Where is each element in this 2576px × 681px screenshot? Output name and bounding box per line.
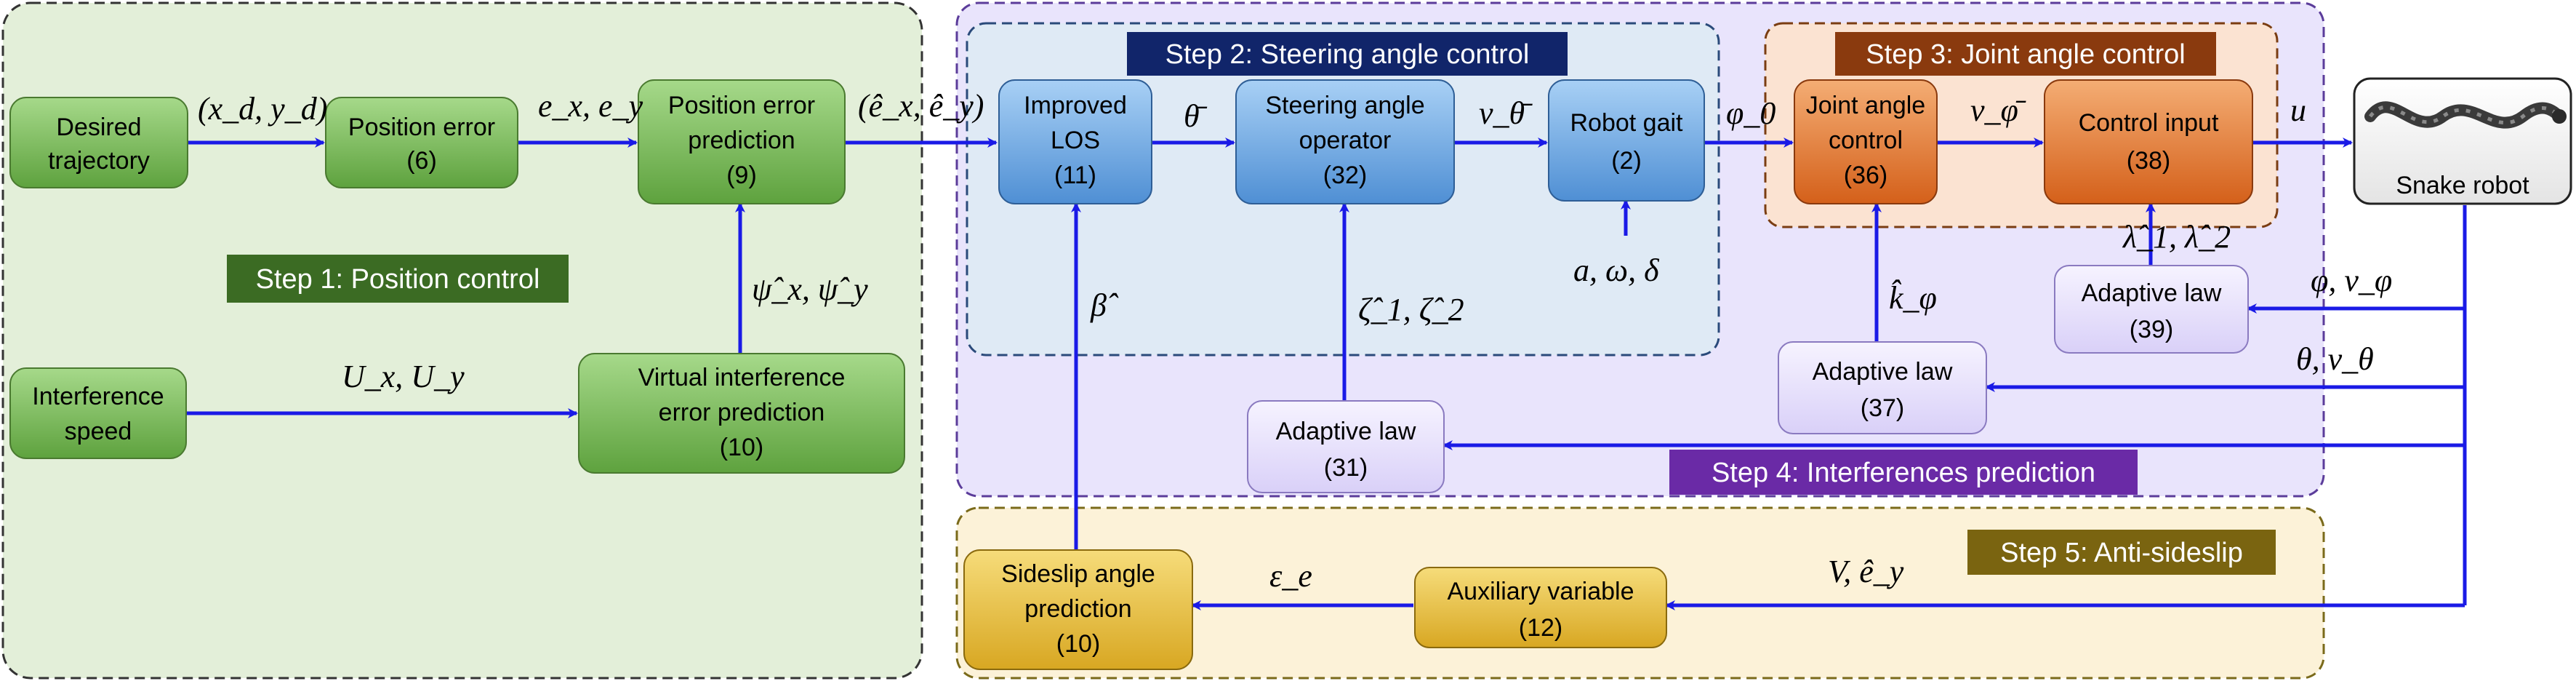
svg-text:Sideslip angle: Sideslip angle xyxy=(1001,560,1155,588)
signal-V-ey-hat: V, ê_y xyxy=(1828,554,1904,589)
svg-text:prediction: prediction xyxy=(1024,595,1131,623)
step2-badge xyxy=(1127,32,1568,76)
snake-robot-illustration xyxy=(2364,101,2567,129)
node-interference-speed: Interference speed xyxy=(9,367,187,459)
node-adaptive-37: Adaptive law (37) xyxy=(1778,341,1987,434)
signal-phi-vphi: φ, v_φ xyxy=(2311,263,2392,298)
node-auxiliary-variable: Auxiliary variable (12) xyxy=(1414,567,1667,648)
signal-eps-e: ε_e xyxy=(1269,558,1312,594)
svg-text:Interference: Interference xyxy=(32,383,164,410)
signal-phi0: φ_0 xyxy=(1726,95,1775,131)
node-snake-robot: Snake robot xyxy=(2353,77,2572,205)
signal-xd-yd: (x_d, y_d) xyxy=(198,91,327,127)
signal-v-phi-bar: v_φ̄ xyxy=(1970,92,2026,128)
svg-text:Steering angle: Steering angle xyxy=(1265,92,1424,119)
node-position-error: Position error (6) xyxy=(325,97,518,188)
svg-text:(37): (37) xyxy=(1861,394,1904,422)
svg-text:trajectory: trajectory xyxy=(48,147,150,175)
step5-label: Step 5: Anti-sideslip xyxy=(2000,538,2243,568)
svg-text:Adaptive law: Adaptive law xyxy=(1813,358,1953,386)
step1-badge xyxy=(227,255,569,303)
step4-badge xyxy=(1669,450,2138,495)
step4-label: Step 4: Interferences prediction xyxy=(1712,458,2095,488)
svg-text:(36): (36) xyxy=(1844,162,1887,189)
signal-a-omega-delta: a, ω, δ xyxy=(1573,252,1660,288)
svg-text:Improved: Improved xyxy=(1024,92,1127,119)
svg-text:(32): (32) xyxy=(1323,162,1367,189)
signal-v-theta-bar: v_θ̄ xyxy=(1479,95,1533,131)
node-robot-gait: Robot gait (2) xyxy=(1548,79,1705,202)
svg-text:error prediction: error prediction xyxy=(659,399,825,426)
svg-text:Robot gait: Robot gait xyxy=(1570,109,1684,137)
svg-text:Position error: Position error xyxy=(348,114,495,141)
signal-ux-uy: U_x, U_y xyxy=(342,359,465,394)
node-improved-los: Improved LOS (11) xyxy=(998,79,1152,204)
signal-k-phi-hat: k̂_φ xyxy=(1889,279,1937,316)
svg-text:Auxiliary variable: Auxiliary variable xyxy=(1448,578,1634,605)
step2-label: Step 2: Steering angle control xyxy=(1165,39,1530,70)
node-virtual-interference: Virtual interference error prediction (1… xyxy=(578,353,905,474)
svg-text:(39): (39) xyxy=(2130,316,2173,343)
svg-text:Position error: Position error xyxy=(668,92,815,119)
svg-text:Virtual interference: Virtual interference xyxy=(638,364,846,391)
svg-text:(9): (9) xyxy=(726,162,757,189)
signal-ex-ey-hat: (ê_x, ê_y) xyxy=(858,88,984,124)
svg-text:(10): (10) xyxy=(720,434,763,461)
svg-text:LOS: LOS xyxy=(1051,127,1100,154)
signal-u: u xyxy=(2290,92,2306,128)
svg-text:(6): (6) xyxy=(406,147,437,175)
svg-text:prediction: prediction xyxy=(688,127,795,154)
svg-text:Adaptive law: Adaptive law xyxy=(2082,279,2222,307)
svg-text:Desired: Desired xyxy=(56,114,141,141)
svg-text:(11): (11) xyxy=(1054,162,1096,189)
step5-badge xyxy=(1967,530,2276,575)
signal-zeta-hat: ζ̂_1, ζ̂_2 xyxy=(1358,292,1464,327)
node-sideslip-prediction: Sideslip angle prediction (10) xyxy=(963,549,1193,670)
signal-ex-ey: e_x, e_y xyxy=(538,88,643,124)
svg-text:Control input: Control input xyxy=(2079,109,2219,137)
svg-text:(10): (10) xyxy=(1056,630,1100,658)
step3-label: Step 3: Joint angle control xyxy=(1866,39,2185,70)
signal-theta-vtheta: θ, v_θ xyxy=(2296,341,2374,377)
svg-text:Adaptive law: Adaptive law xyxy=(1276,418,1416,445)
svg-text:(12): (12) xyxy=(1519,614,1562,642)
node-adaptive-31: Adaptive law (31) xyxy=(1247,400,1445,493)
svg-text:operator: operator xyxy=(1299,127,1392,154)
svg-text:control: control xyxy=(1829,127,1903,154)
svg-text:speed: speed xyxy=(65,418,132,445)
svg-text:(2): (2) xyxy=(1611,147,1642,175)
step1-label: Step 1: Position control xyxy=(256,264,540,295)
node-adaptive-39: Adaptive law (39) xyxy=(2054,265,2249,354)
svg-text:(38): (38) xyxy=(2127,147,2170,175)
signal-psi-hat: ψ̂_x, ψ̂_y xyxy=(752,271,868,307)
signal-lambda-hat: λ̂_1, λ̂_2 xyxy=(2122,219,2231,255)
node-steering-operator: Steering angle operator (32) xyxy=(1235,79,1455,204)
node-control-input: Control input (38) xyxy=(2044,79,2253,204)
svg-text:Snake robot: Snake robot xyxy=(2396,172,2529,199)
node-position-error-prediction: Position error prediction (9) xyxy=(638,79,846,204)
step3-badge xyxy=(1835,32,2216,76)
node-joint-angle-control: Joint angle control (36) xyxy=(1794,79,1938,204)
svg-text:Joint angle: Joint angle xyxy=(1806,92,1925,119)
node-desired-trajectory: Desired trajectory xyxy=(9,97,188,188)
svg-text:(31): (31) xyxy=(1324,454,1368,482)
